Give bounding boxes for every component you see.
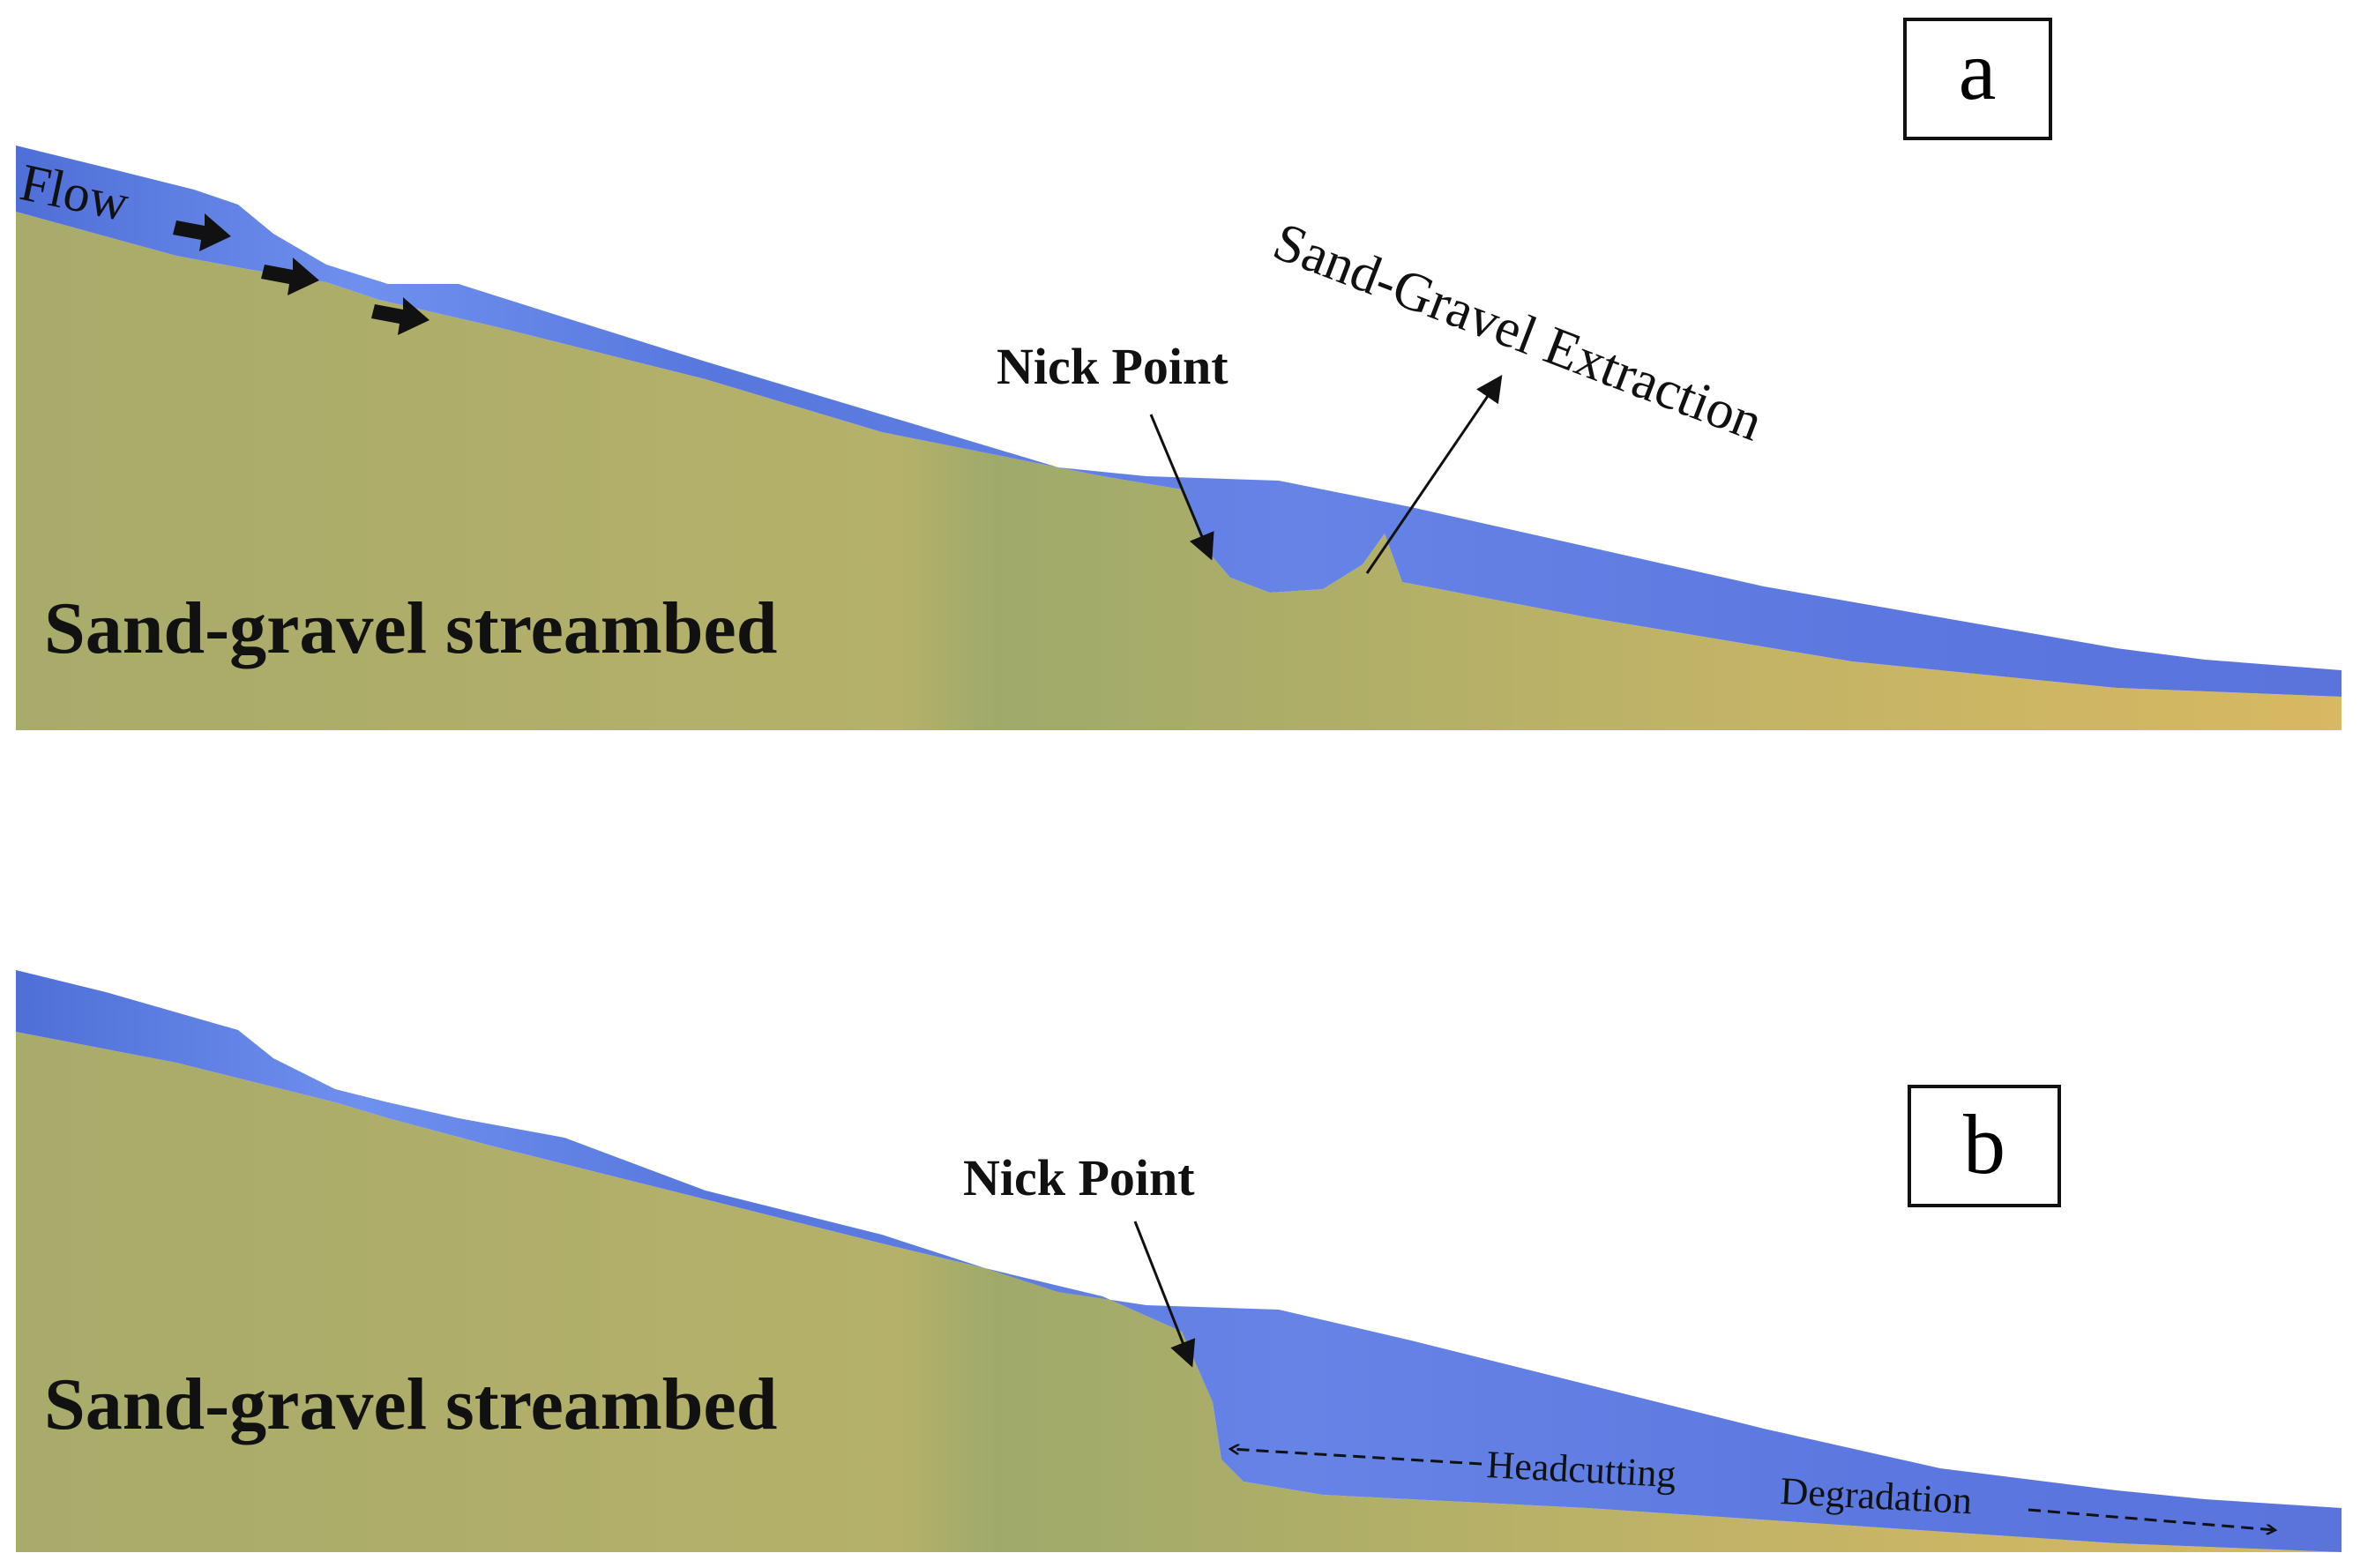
degradation-arrow [2028,1508,2275,1530]
streambed-a [16,212,2341,730]
water-b [16,970,2341,1552]
nick-point-arrow-a [1149,414,1214,561]
degradation-label: Degradation [1779,1469,1973,1522]
extraction-label: Sand-Gravel Extraction [1266,212,1770,453]
headcutting-label: Headcutting [1485,1443,1677,1496]
bed-label-b: Sand-gravel streambed [44,1363,777,1445]
flow-arrow-icon-3 [371,297,429,335]
nick-point-label-a: Nick Point [997,338,1229,395]
flow-arrow-icons [173,213,429,335]
flow-arrow-icon-2 [261,258,319,295]
extraction-arrow [1365,375,1503,574]
panel-a: a Flow Nick Point Sand-Gravel Extraction… [15,18,2341,730]
panel-a-label: a [1959,23,1997,117]
panel-b-label-box [1908,1085,2061,1207]
panel-a-label-box [1903,18,2052,140]
headcutting-arrow [1230,1449,1482,1466]
flow-arrow-icon-1 [173,213,231,251]
streambed-b [16,1032,2341,1552]
panel-b-label: b [1963,1097,2005,1191]
nick-point-arrow-b [1133,1221,1196,1368]
nick-point-label-b: Nick Point [963,1149,1195,1206]
panel-b: b Nick Point Headcutting Degradation San… [16,970,2341,1552]
bed-label-a: Sand-gravel streambed [44,587,777,669]
